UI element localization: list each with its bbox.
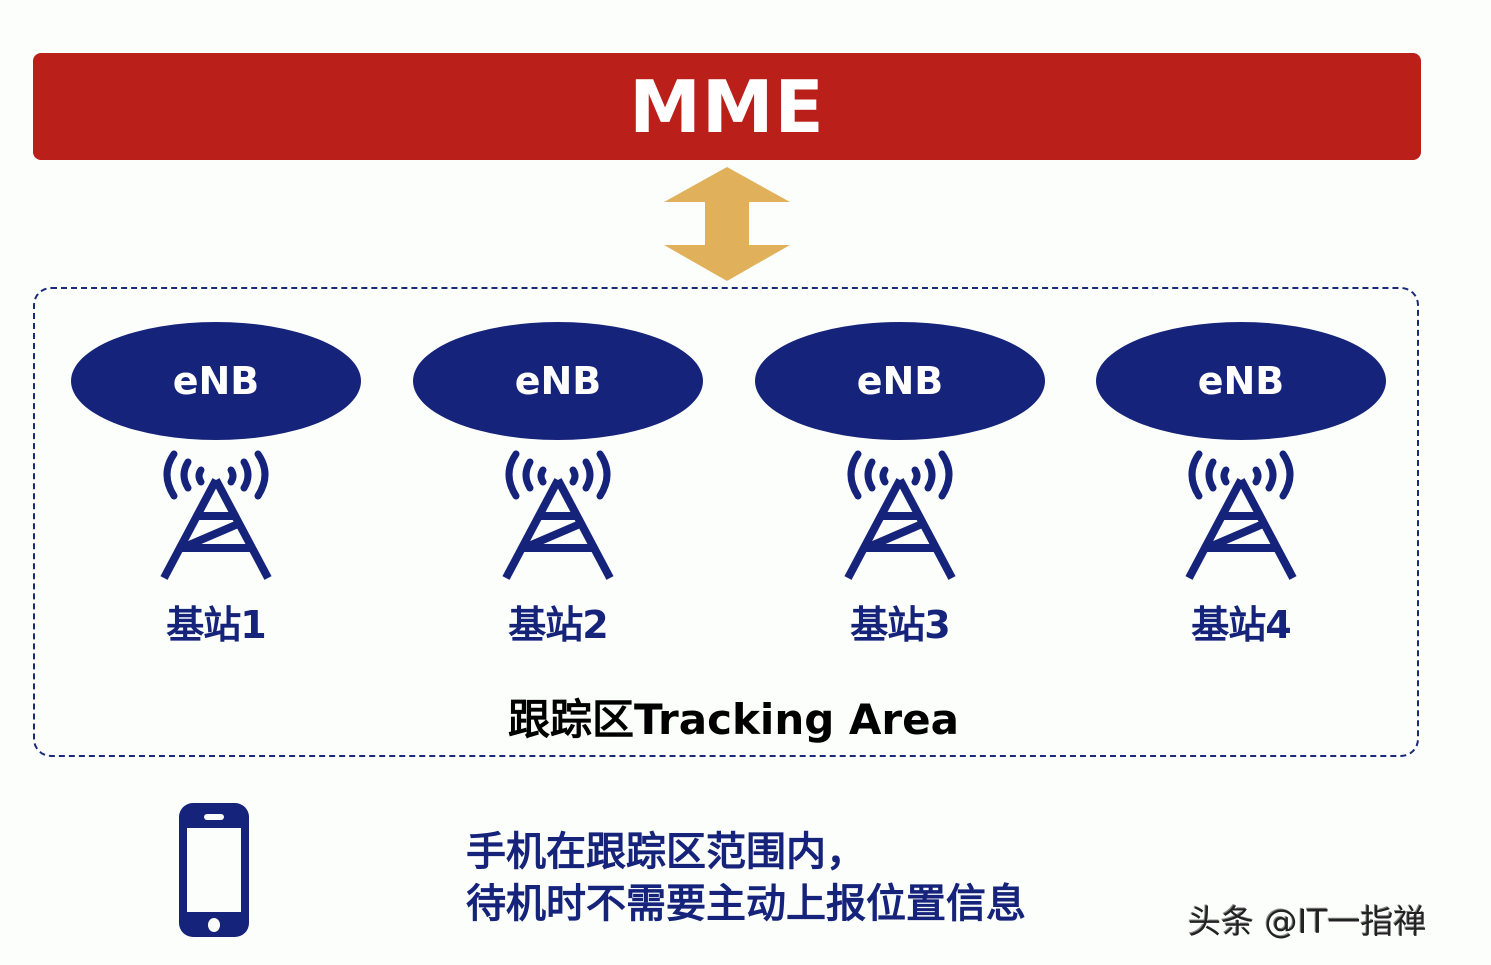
double-arrow-vertical-icon (664, 167, 790, 281)
enb-node: eNB (755, 322, 1045, 440)
cell-tower-icon (160, 450, 272, 580)
enb-label: eNB (172, 359, 260, 403)
cell-tower-icon (502, 450, 614, 580)
description-line-2: 待机时不需要主动上报位置信息 (466, 881, 1026, 927)
station-label: 基站1 (166, 603, 266, 647)
enb-label: eNB (856, 359, 944, 403)
enb-node: eNB (71, 322, 361, 440)
tracking-area-box (33, 287, 1419, 757)
station-label: 基站2 (508, 603, 608, 647)
description-line-1: 手机在跟踪区范围内， (466, 829, 866, 875)
enb-label: eNB (1197, 359, 1285, 403)
cell-tower-icon (1185, 450, 1297, 580)
base-station-4: eNB 基站4 (1096, 322, 1386, 652)
station-label: 基站3 (850, 603, 950, 647)
base-station-1: eNB 基站1 (71, 322, 361, 652)
station-label: 基站4 (1191, 603, 1291, 647)
tracking-area-label: 跟踪区Tracking Area (0, 686, 1491, 747)
mme-block: MME (33, 53, 1421, 160)
enb-node: eNB (1096, 322, 1386, 440)
enb-node: eNB (413, 322, 703, 440)
base-station-3: eNB 基站3 (755, 322, 1045, 652)
mme-label: MME (629, 64, 825, 149)
enb-label: eNB (514, 359, 602, 403)
watermark: 头条 @IT一指禅 (1188, 902, 1427, 941)
smartphone-icon (179, 803, 249, 937)
base-station-2: eNB 基站2 (413, 322, 703, 652)
description-text: 手机在跟踪区范围内， 待机时不需要主动上报位置信息 (466, 826, 1026, 930)
cell-tower-icon (844, 450, 956, 580)
tracking-area-title: 跟踪区Tracking Area (508, 695, 959, 744)
